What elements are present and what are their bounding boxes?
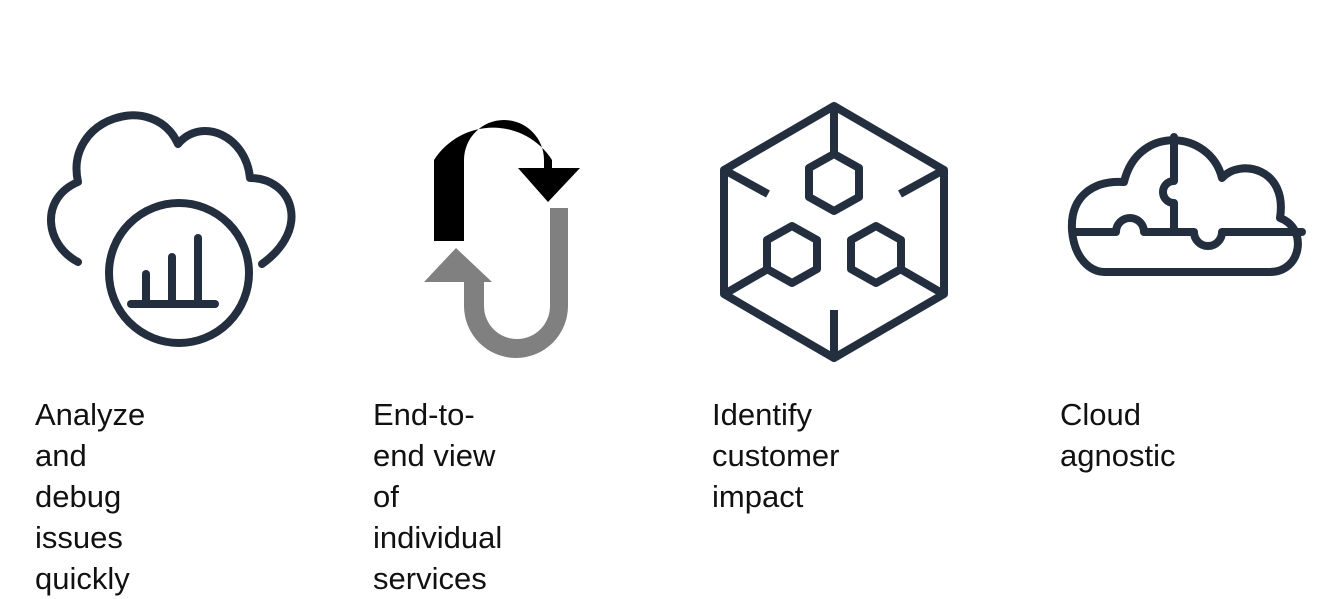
cloud-chart-icon	[47, 111, 296, 347]
loop-arrows-icon	[424, 120, 580, 358]
feature-caption: Cloud agnostic	[1060, 397, 1176, 473]
feature-caption: Analyze and debug issues quickly	[35, 397, 146, 596]
feature-caption: End-to-end view of individual services	[373, 397, 503, 596]
feature-caption: Identify customer impact	[712, 397, 840, 514]
cloud-puzzle-icon	[1067, 133, 1306, 276]
hexagon-network-icon	[720, 102, 948, 362]
